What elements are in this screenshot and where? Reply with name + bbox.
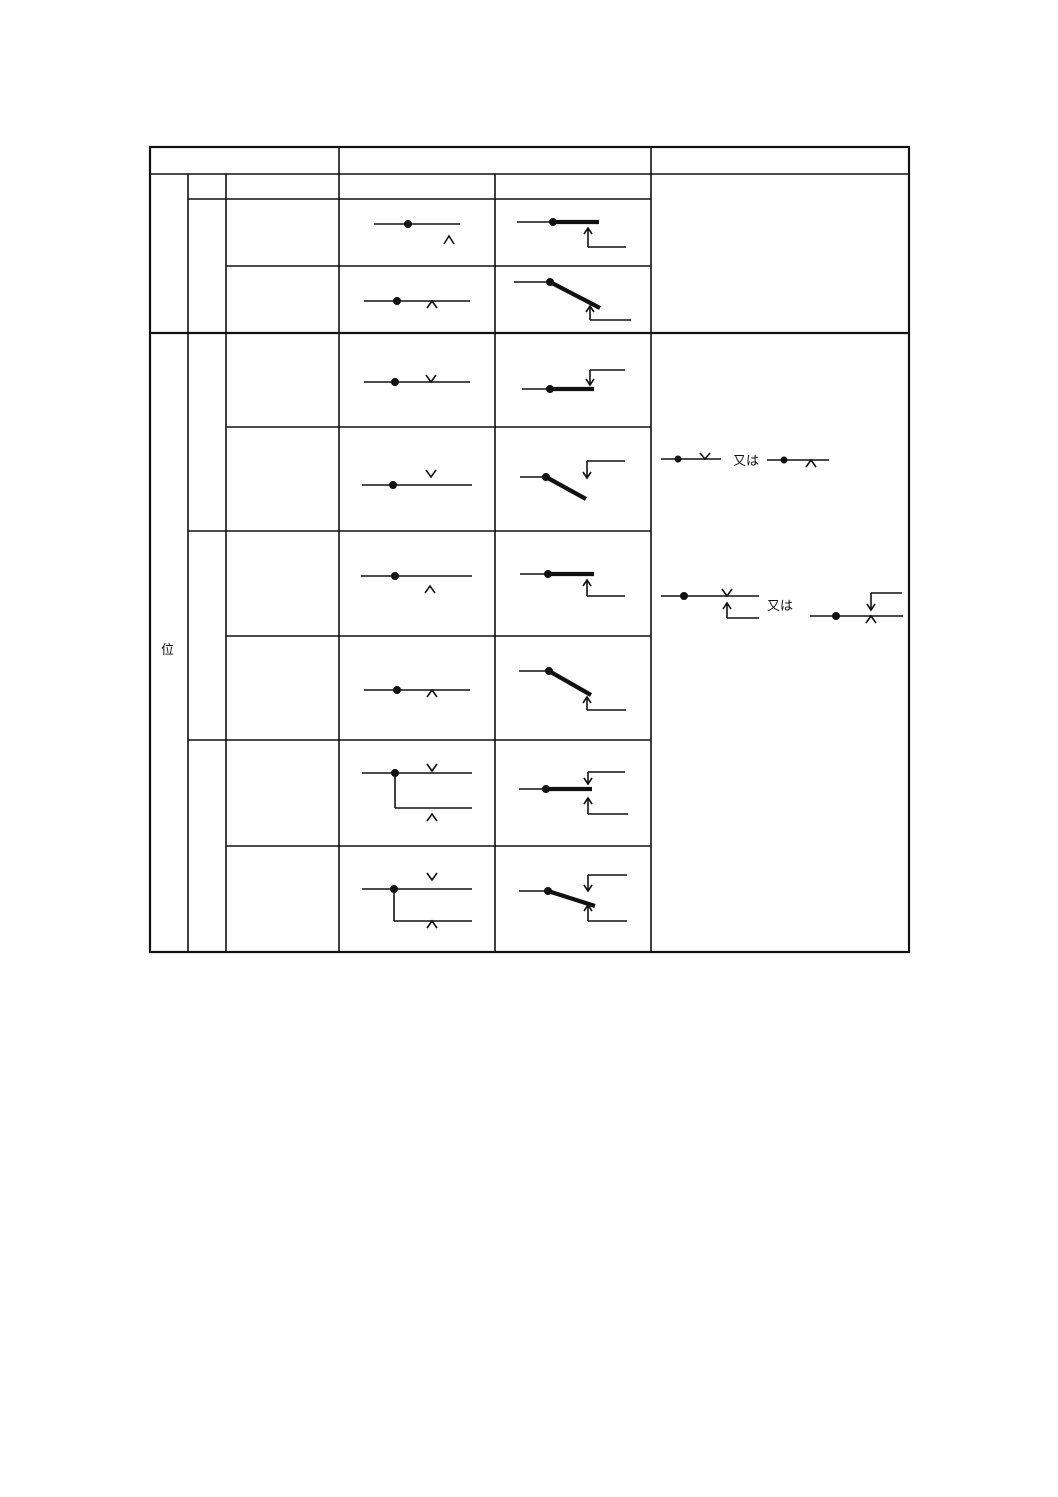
symbol-a6 [364, 686, 470, 698]
remark-symbols-1: 又は [661, 452, 829, 469]
symbol-b4 [520, 460, 625, 501]
or-label-1: 又は [733, 454, 759, 469]
symbol-a8 [362, 872, 472, 929]
symbol-b6 [519, 667, 626, 711]
symbol-a7 [362, 763, 472, 822]
symbol-a5 [361, 572, 472, 594]
position-label: 位 [161, 643, 174, 658]
symbol-b1 [517, 218, 626, 248]
symbol-a4 [362, 469, 472, 489]
symbol-a1 [374, 220, 460, 245]
table-border [148, 145, 911, 954]
symbol-b5 [520, 570, 625, 597]
symbol-b7 [519, 771, 628, 815]
remark-symbols-2: 又は [661, 588, 903, 624]
or-label-2: 又は [767, 599, 793, 614]
symbol-a2 [364, 297, 470, 309]
symbol-b2 [514, 278, 631, 321]
symbol-b3 [522, 369, 625, 393]
symbol-a3 [364, 374, 470, 386]
symbol-b8 [519, 874, 627, 922]
table-grid [148, 145, 911, 954]
